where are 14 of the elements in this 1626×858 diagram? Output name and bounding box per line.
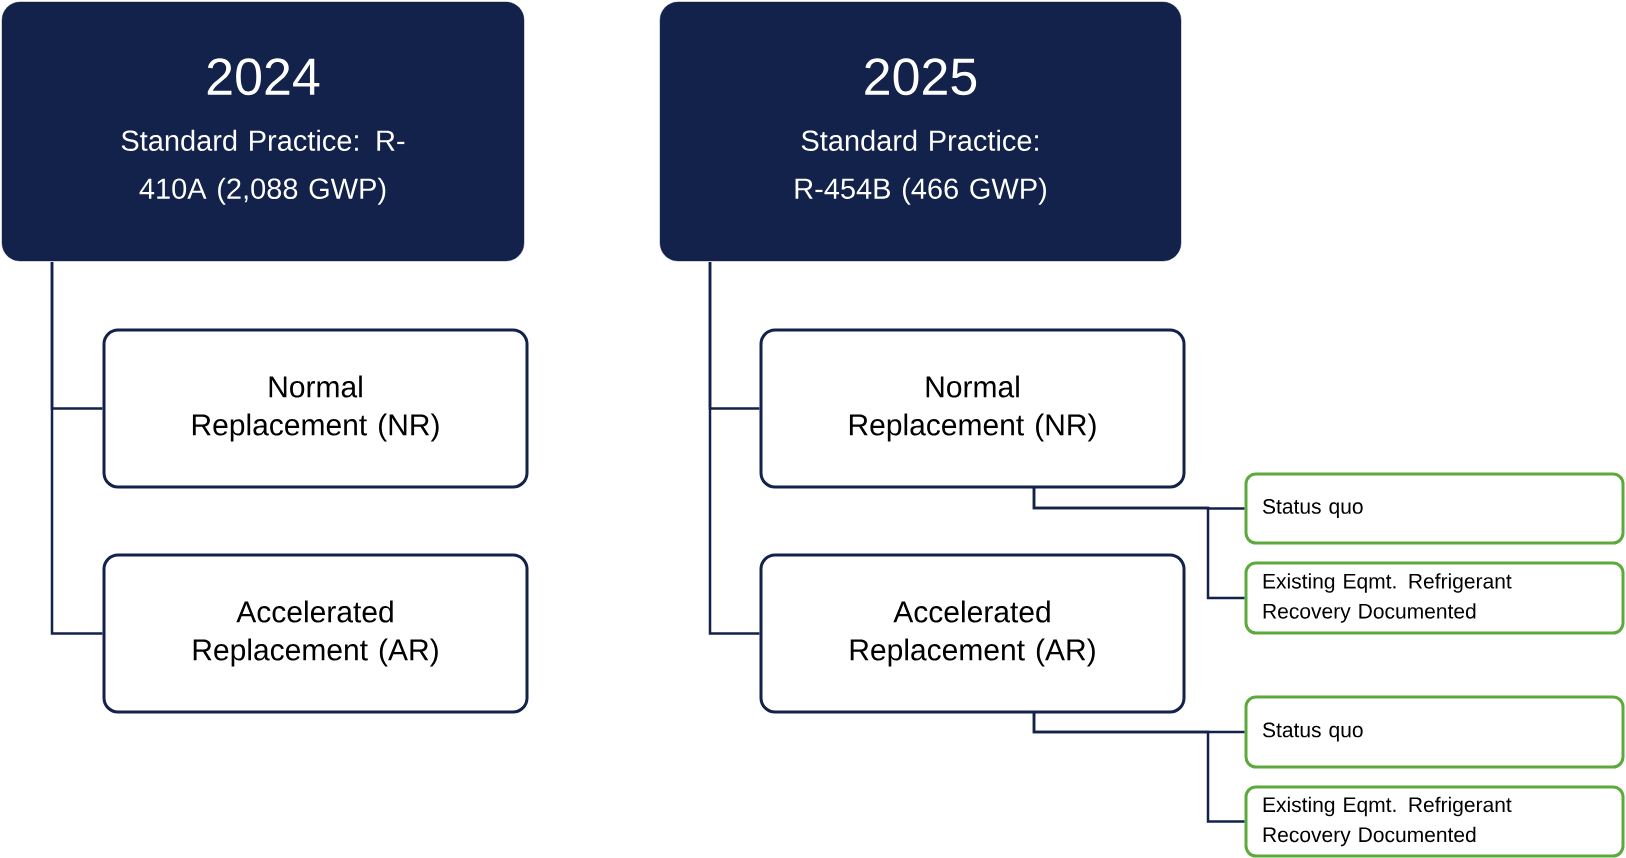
replacement-box: Normal Replacement (NR) bbox=[102, 328, 529, 489]
year-box: 2025 Standard Practice: R-454B (466 GWP) bbox=[659, 1, 1182, 262]
connector-line bbox=[1032, 488, 1245, 600]
connector-line bbox=[708, 262, 760, 635]
connector-line bbox=[50, 262, 103, 635]
replacement-box: Accelerated Replacement (AR) bbox=[759, 553, 1186, 714]
option-box: Existing Eqmt. Refrigerant Recovery Documented bbox=[1244, 785, 1625, 858]
year-box: 2024 Standard Practice: R-410A (2,088 GWP) bbox=[1, 1, 525, 262]
option-box: Existing Eqmt. Refrigerant Recovery Documented bbox=[1244, 561, 1625, 635]
option-box: Status quo bbox=[1244, 472, 1625, 545]
replacement-box: Normal Replacement (NR) bbox=[759, 328, 1186, 489]
connector-line bbox=[1032, 713, 1245, 823]
replacement-box: Accelerated Replacement (AR) bbox=[102, 553, 529, 714]
option-box: Status quo bbox=[1244, 695, 1625, 769]
